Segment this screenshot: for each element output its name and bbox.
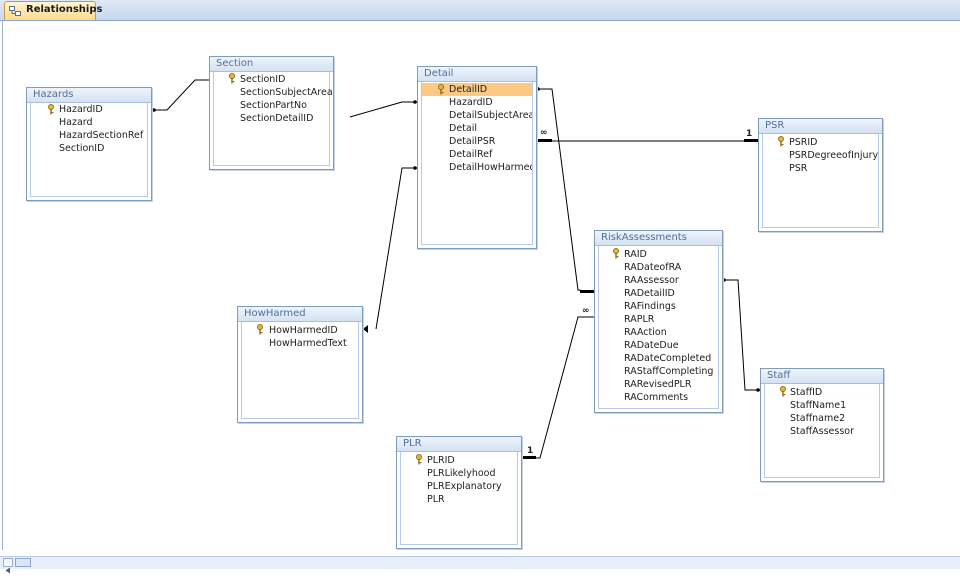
field-raassessor[interactable]: RAAssessor — [624, 275, 679, 286]
table-title[interactable]: Staff — [761, 369, 883, 384]
field-sectionpartno[interactable]: SectionPartNo — [240, 100, 307, 111]
field-staffid[interactable]: StaffID — [790, 387, 823, 398]
primary-key-icon — [229, 73, 235, 84]
field-detailhowharmedid[interactable]: DetailHowHarmedID — [449, 162, 532, 173]
field-hazardsectionref[interactable]: HazardSectionRef — [59, 130, 144, 141]
field-detailpsr[interactable]: DetailPSR — [449, 136, 496, 147]
field-rastaffcompleting[interactable]: RAStaffCompleting — [624, 366, 714, 377]
field-hazardid[interactable]: HazardID — [449, 97, 493, 108]
field-radatecompleted[interactable]: RADateCompleted — [624, 353, 712, 364]
field-staffname2[interactable]: Staffname2 — [790, 413, 846, 424]
cardinality-one: 1 — [527, 446, 534, 456]
table-staff[interactable]: Staff StaffID StaffName1 Staffname2 Staf… — [760, 368, 884, 482]
table-section[interactable]: Section SectionID SectionSubjectArea Sec… — [209, 56, 334, 170]
primary-key-icon — [778, 136, 784, 147]
table-title[interactable]: PLR — [397, 437, 521, 452]
primary-key-icon — [780, 386, 786, 397]
field-sectionsubjectarea[interactable]: SectionSubjectArea — [240, 87, 333, 98]
field-list: PLRID PLRLikelyhood PLRExplanatory PLR — [400, 452, 518, 545]
primary-key-icon — [613, 248, 619, 259]
horizontal-scrollbar[interactable] — [0, 556, 960, 574]
field-rafindings[interactable]: RAFindings — [624, 301, 676, 312]
field-racomments[interactable]: RAComments — [624, 392, 689, 403]
field-raid[interactable]: RAID — [624, 249, 647, 260]
field-staffassessor[interactable]: StaffAssessor — [790, 426, 854, 437]
field-list: StaffID StaffName1 Staffname2 StaffAsses… — [764, 384, 880, 478]
field-plrid[interactable]: PLRID — [427, 455, 455, 466]
field-plr[interactable]: PLR — [427, 494, 445, 505]
relationship-riskassessments-plr — [522, 316, 594, 459]
field-detailref[interactable]: DetailRef — [449, 149, 493, 160]
field-radatedue[interactable]: RADateDue — [624, 340, 679, 351]
table-title[interactable]: Section — [210, 57, 333, 72]
canvas-border — [2, 20, 3, 550]
field-howharmedid[interactable]: HowHarmedID — [269, 325, 338, 336]
scrollbar-thumb[interactable] — [15, 558, 31, 567]
field-detailid-label: DetailID — [449, 84, 488, 95]
primary-key-icon — [416, 454, 422, 465]
field-hazard[interactable]: Hazard — [59, 117, 93, 128]
field-list: PSRID PSRDegreeofInjury PSR — [762, 134, 879, 228]
relationships-icon — [9, 6, 21, 16]
table-plr[interactable]: PLR PLRID PLRLikelyhood PLRExplanatory P… — [396, 436, 522, 549]
relationship-detail-riskassessments — [537, 88, 595, 293]
table-title[interactable]: HowHarmed — [238, 307, 362, 322]
cardinality-many: ∞ — [540, 128, 548, 138]
table-detail[interactable]: Detail DetailID HazardID DetailSubjectAr… — [417, 66, 537, 249]
table-title[interactable]: Hazards — [27, 88, 151, 103]
field-psrdegreeofinjury[interactable]: PSRDegreeofInjury — [789, 150, 879, 161]
field-list: SectionID SectionSubjectArea SectionPart… — [213, 72, 333, 166]
field-raplr[interactable]: RAPLR — [624, 314, 655, 325]
table-title[interactable]: RiskAssessments — [595, 231, 722, 246]
field-psrid[interactable]: PSRID — [789, 137, 818, 148]
field-hazardid[interactable]: HazardID — [59, 104, 103, 115]
relationship-riskassessments-staff — [723, 279, 760, 391]
relationship-howharmed-detail — [375, 167, 417, 330]
field-detailsubjectarea[interactable]: DetailSubjectArea — [449, 110, 533, 121]
field-list: HazardID Hazard HazardSectionRef Section… — [30, 103, 148, 197]
field-detailid[interactable]: DetailID — [422, 83, 532, 96]
table-title[interactable]: Detail — [418, 67, 536, 82]
field-staffname1[interactable]: StaffName1 — [790, 400, 847, 411]
table-howharmed[interactable]: HowHarmed HowHarmedID HowHarmedText — [237, 306, 363, 423]
relationship-lines — [152, 79, 760, 459]
scroll-left-button[interactable] — [3, 558, 13, 574]
table-psr[interactable]: PSR PSRID PSRDegreeofInjury PSR — [758, 118, 883, 232]
field-list: HowHarmedID HowHarmedText — [241, 322, 359, 419]
field-sectiondetailid[interactable]: SectionDetailID — [240, 113, 314, 124]
field-detail[interactable]: Detail — [449, 123, 477, 134]
tab-label: Relationships — [26, 4, 103, 15]
relationship-section-detail — [349, 101, 417, 118]
relationship-hazards-section — [152, 79, 209, 111]
primary-key-icon — [438, 84, 444, 95]
field-psr[interactable]: PSR — [789, 163, 808, 174]
field-raaction[interactable]: RAAction — [624, 327, 667, 338]
chevron-left-icon — [5, 567, 10, 574]
table-riskassessments[interactable]: RiskAssessments RAID RADateofRA RAAssess… — [594, 230, 723, 413]
primary-key-icon — [257, 324, 263, 335]
cardinality-one: 1 — [746, 129, 753, 139]
table-hazards[interactable]: Hazards HazardID Hazard HazardSectionRef… — [26, 87, 152, 201]
field-radateofra[interactable]: RADateofRA — [624, 262, 682, 273]
document-tab-bar: Relationships — [0, 0, 960, 21]
primary-key-icon — [48, 104, 54, 115]
field-plrexplanatory[interactable]: PLRExplanatory — [427, 481, 502, 492]
field-sectionid[interactable]: SectionID — [240, 74, 286, 85]
tab-relationships[interactable]: Relationships — [4, 1, 102, 20]
table-title[interactable]: PSR — [759, 119, 882, 134]
field-radetailid[interactable]: RADetailID — [624, 288, 675, 299]
field-plrlikelyhood[interactable]: PLRLikelyhood — [427, 468, 496, 479]
field-sectionid[interactable]: SectionID — [59, 143, 105, 154]
field-howharmedtext[interactable]: HowHarmedText — [269, 338, 347, 349]
field-list: RAID RADateofRA RAAssessor RADetailID RA… — [598, 246, 719, 409]
field-list: DetailID HazardID DetailSubjectArea Deta… — [421, 82, 533, 245]
cardinality-many: ∞ — [582, 306, 590, 316]
field-rarevisedplr[interactable]: RARevisedPLR — [624, 379, 692, 390]
